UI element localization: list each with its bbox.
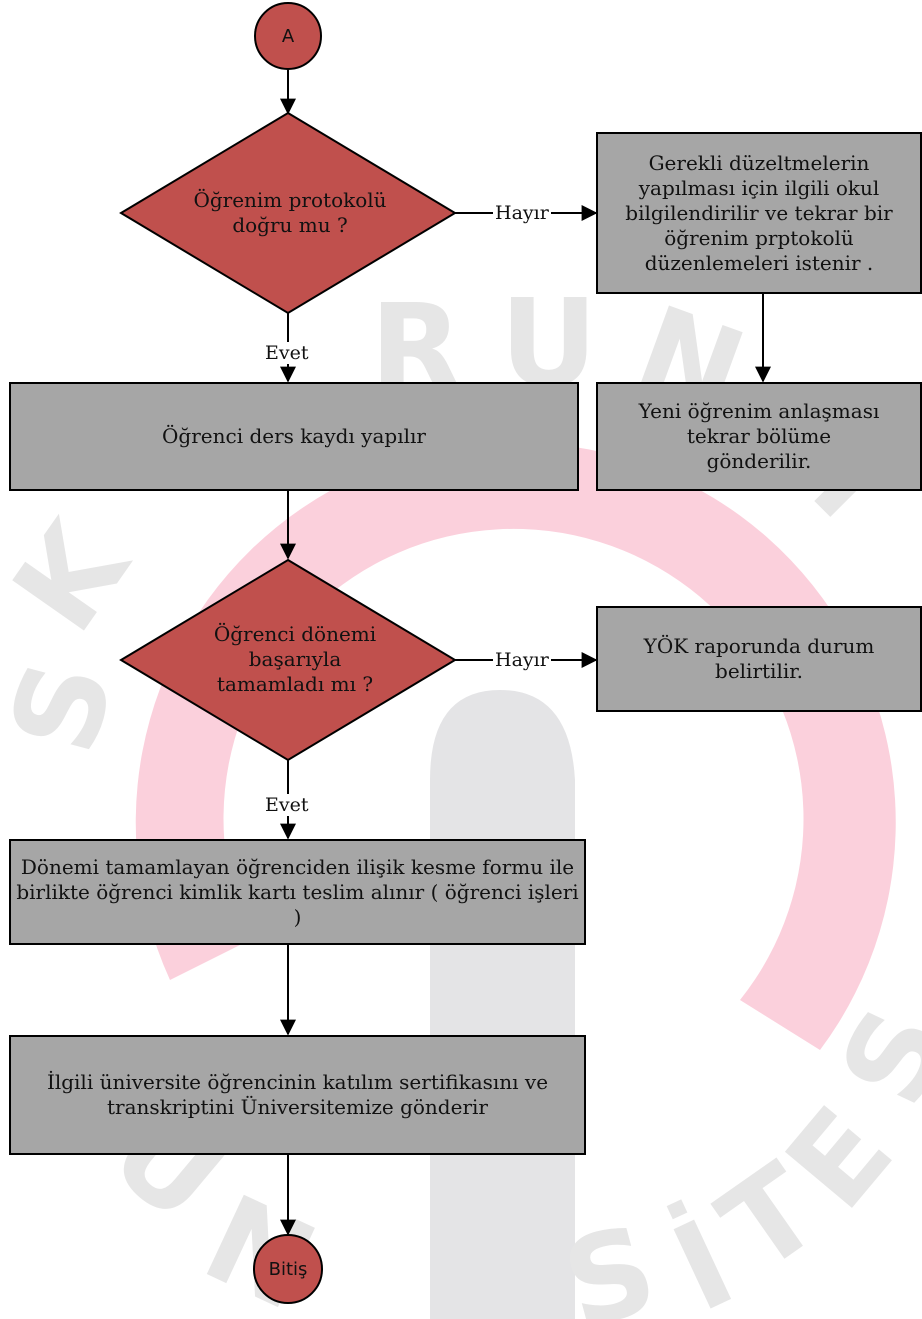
- send-process-shape: [596, 382, 922, 491]
- decision1-shape: [119, 111, 457, 315]
- yok-process-shape: [596, 606, 922, 712]
- fix-process-label: Gerekli düzeltmelerin yapılması için ilg…: [625, 150, 893, 275]
- certificate-process-label: İlgili üniversite öğrencinin katılım ser…: [46, 1070, 549, 1119]
- send-process-label: Yeni öğrenim anlaşması tekrar bölüme gön…: [638, 399, 880, 473]
- svg-text:K: K: [0, 497, 157, 656]
- fix-process-shape: [596, 132, 922, 294]
- edge-label-yes-2: Evet: [263, 794, 311, 816]
- end-label: Bitiş: [268, 1258, 308, 1280]
- edge-label-no-2: Hayır: [493, 649, 551, 671]
- edge-label-no-1: Hayır: [493, 202, 551, 224]
- decision1-label: Öğrenim protokolü doğru mu ?: [193, 188, 387, 237]
- start-terminal-shape: [254, 2, 322, 70]
- register-process-label: Öğrenci ders kaydı yapılır: [162, 424, 426, 448]
- decision2-label: Öğrenci dönemi başarıyla tamamladı mı ?: [213, 621, 377, 696]
- certificate-process-shape: [9, 1035, 586, 1155]
- yok-process-label: YÖK raporunda durum belirtilir.: [643, 634, 875, 683]
- svg-text:S: S: [0, 647, 141, 766]
- end-terminal-shape: [253, 1234, 323, 1304]
- shapes: [9, 2, 922, 1304]
- start-label: A: [281, 25, 295, 47]
- edge-label-yes-1: Evet: [263, 342, 311, 364]
- clearance-process-label: Dönemi tamamlayan öğrenciden ilişik kesm…: [16, 854, 579, 929]
- decision2-shape: [119, 558, 457, 762]
- register-process-shape: [9, 382, 579, 491]
- clearance-process-shape: [9, 839, 586, 945]
